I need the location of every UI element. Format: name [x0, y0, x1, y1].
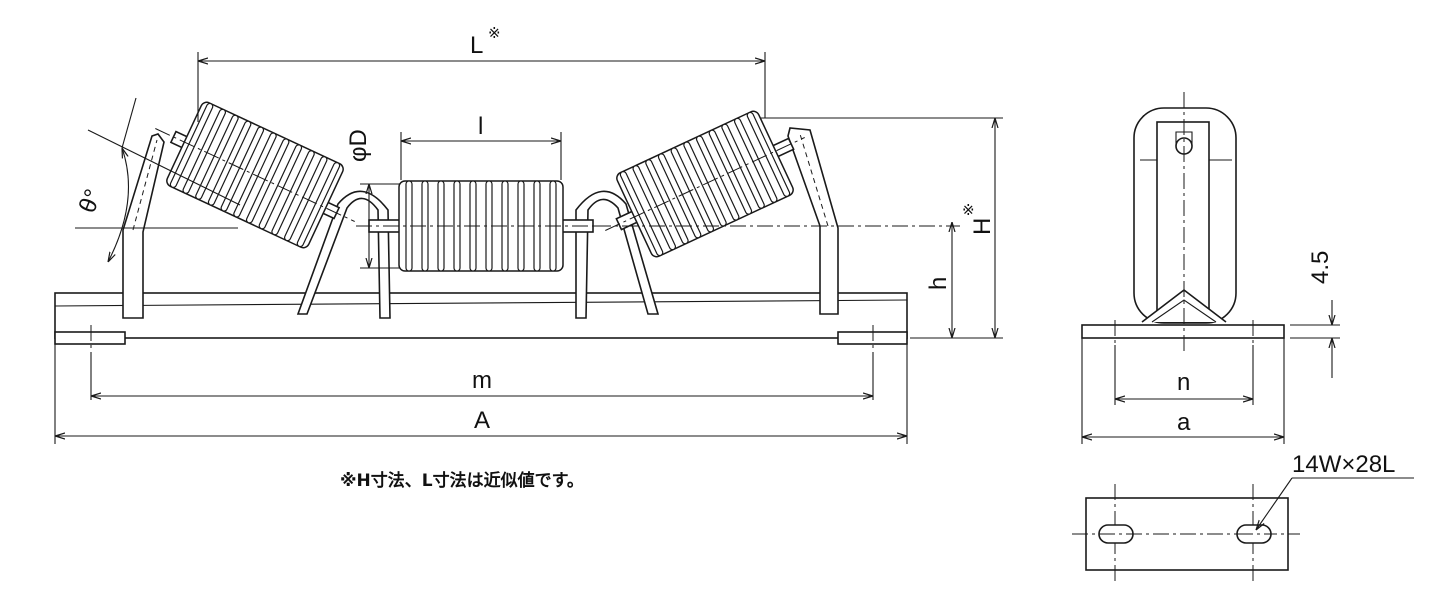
dimension-a	[1081, 338, 1285, 444]
dimension-m-label: m	[472, 367, 492, 394]
dimension-l	[400, 132, 562, 180]
dimension-m	[90, 352, 874, 400]
theta-angle-dimension	[75, 97, 241, 262]
dimension-H-label: H	[969, 218, 996, 235]
front-view: θ° L ※ l φD H ※	[54, 25, 1003, 491]
dimension-n	[1114, 345, 1254, 405]
theta-label: θ°	[74, 185, 108, 216]
dimension-L-mark: ※	[488, 25, 501, 42]
base-plate-plan-view	[1072, 477, 1414, 584]
dimension-thickness-label: 4.5	[1307, 251, 1334, 284]
dimension-H	[760, 117, 1003, 339]
dimension-phiD	[360, 183, 400, 269]
dimension-h-label: h	[925, 277, 952, 290]
dimension-thickness	[1290, 300, 1340, 378]
slot-size-label: 14W×28L	[1292, 451, 1395, 478]
left-wing-roller	[155, 101, 355, 249]
approximation-note: ※H寸法、L寸法は近似値です。	[340, 470, 584, 491]
dimension-H-mark: ※	[962, 202, 975, 219]
right-wing-bracket	[787, 127, 839, 315]
dimension-a-label: a	[1177, 409, 1191, 436]
dimension-l-label: l	[478, 113, 483, 140]
side-view: 4.5 n a	[1081, 92, 1340, 444]
dimension-L-label: L	[470, 32, 483, 59]
right-wing-roller	[605, 110, 805, 258]
dimension-h	[595, 222, 960, 338]
dimension-L	[197, 52, 766, 122]
dimension-A	[54, 338, 908, 444]
center-roller	[356, 180, 606, 272]
base-channel	[54, 292, 908, 352]
left-wing-bracket	[122, 133, 165, 319]
dimension-n-label: n	[1177, 369, 1190, 396]
dimension-A-label: A	[474, 407, 490, 434]
dimension-phiD-label: φD	[345, 129, 372, 162]
center-brackets	[296, 190, 660, 319]
